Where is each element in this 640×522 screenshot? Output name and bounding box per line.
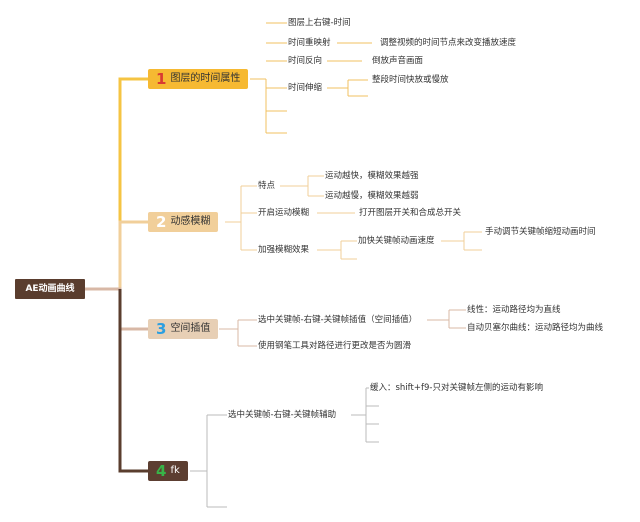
topic-number: 3 <box>156 320 167 338</box>
topic-label: 图层的时间属性 <box>170 73 241 84</box>
node-faster-stronger[interactable]: 运动越快，模糊效果越强 <box>324 170 420 182</box>
node-keyframe-interpolation[interactable]: 选中关键帧-右键-关键帧插值（空间插值） <box>257 314 419 326</box>
connector-branch <box>85 77 148 291</box>
root-node[interactable]: AE动画曲线 <box>15 279 85 299</box>
node-slower-weaker[interactable]: 运动越慢，模糊效果越弱 <box>324 190 420 202</box>
node-time-reverse[interactable]: 时间反向 <box>287 55 324 67</box>
topic-number: 1 <box>156 70 167 88</box>
node-enable-motion-blur[interactable]: 开启运动模糊 <box>257 207 311 219</box>
node-enhance-blur[interactable]: 加强模糊效果 <box>257 244 311 256</box>
node-ease-in[interactable]: 缓入：shift+f9-只对关键帧左侧的运动有影响 <box>369 382 544 394</box>
topic-number: 2 <box>156 213 167 231</box>
node-time-reverse-desc[interactable]: 倒放声音画面 <box>371 55 425 67</box>
node-auto-bezier[interactable]: 自动贝塞尔曲线：运动路径均为曲线 <box>466 322 605 334</box>
topic-label: fk <box>170 465 180 476</box>
node-features[interactable]: 特点 <box>257 180 277 192</box>
node-time-remap-desc[interactable]: 调整视频的时间节点来改变播放速度 <box>379 37 518 49</box>
node-speed-up-keyframes[interactable]: 加快关键帧动画速度 <box>357 235 436 247</box>
node-time-stretch-desc[interactable]: 整段时间快放或慢放 <box>371 74 450 86</box>
node-layer-right-click-time[interactable]: 图层上右键-时间 <box>287 17 352 29</box>
node-time-remap[interactable]: 时间重映射 <box>287 37 332 49</box>
topic-label: 动感模糊 <box>170 216 211 227</box>
topic-label: 空间插值 <box>170 323 211 334</box>
connector-branch <box>85 287 148 331</box>
connector-branch <box>118 289 148 473</box>
topic-number: 4 <box>156 462 167 480</box>
node-manual-adjust[interactable]: 手动调节关键帧缩短动画时间 <box>484 226 597 238</box>
connector-branch <box>118 220 148 289</box>
node-time-stretch[interactable]: 时间伸缩 <box>287 82 324 94</box>
node-linear[interactable]: 线性：运动路径均为直线 <box>466 304 562 316</box>
node-enable-desc[interactable]: 打开图层开关和合成总开关 <box>358 207 463 219</box>
node-keyframe-assistant[interactable]: 选中关键帧-右键-关键帧辅助 <box>227 409 338 421</box>
node-pen-tool[interactable]: 使用钢笔工具对路径进行更改是否为圆滑 <box>257 340 413 352</box>
